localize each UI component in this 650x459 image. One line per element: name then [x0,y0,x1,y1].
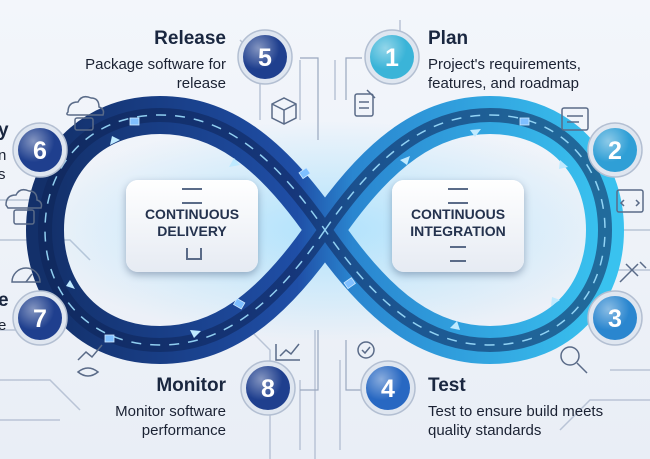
stage-4-number: 4 [381,375,395,403]
stage-2-button: 2 [587,122,643,178]
stage-5-number: 5 [258,44,272,72]
checklist-clipboard-icon [354,89,376,117]
checklist-icon [450,246,466,262]
stage-1-description: Project's requirements, features, and ro… [428,56,581,92]
continuous-delivery-card: CONTINUOUS DELIVERY [126,180,258,272]
stage-2-button-shine [593,128,637,172]
stage-5-description: Package software for release [85,56,226,92]
cloud-server-icon [66,95,105,131]
check-cross-icon [357,341,375,359]
code-window-icon [616,189,644,213]
stage-4-title: Test [428,375,466,396]
stage-8-title: Monitor [156,375,226,396]
stage-6-button: 6 [12,122,68,178]
stage-3-button: 3 [587,290,643,346]
package-box-icon [271,97,297,125]
gauge-icon [11,267,41,283]
stage-8-button: 8 [240,360,296,416]
infinity-loop-lane [44,114,606,346]
magnifier-bug-icon [560,346,588,374]
stage-7-button-shine [18,296,62,340]
stage-7-number: 7 [33,305,47,333]
chart-graph-icon [275,343,300,361]
stage-7-partial-description: e [0,317,7,334]
analytics-eye-icon [76,344,103,377]
pipeline-icon-2 [448,188,468,204]
continuous-delivery-label: CONTINUOUS DELIVERY [144,206,240,239]
stage-7-button: 7 [12,290,68,346]
data-packets [104,117,530,343]
stage-8-number: 8 [261,375,275,403]
stage-6-partial-title: y [0,120,9,141]
stage-2-number: 2 [608,137,622,165]
continuous-integration-card: CONTINUOUS INTEGRATION [392,180,524,272]
build-tools-icon [619,261,647,283]
continuous-integration-label: CONTINUOUS INTEGRATION [410,206,506,239]
pipeline-icon [182,188,202,204]
stage-8-description: Monitor software performance [115,403,226,439]
cloud-database-icon [5,188,43,225]
stage-3-number: 3 [608,305,622,333]
hierarchy-icon [186,248,202,260]
stage-6-partial-description: n s [0,147,7,183]
stage-4-description: Test to ensure build meets quality stand… [428,403,604,439]
stage-3-button-shine [593,296,637,340]
stage-1-title: Plan [428,28,469,49]
stage-5-button-shine [243,35,287,79]
stage-1-button: 1 [364,29,420,85]
stage-4-button: 4 [360,360,416,416]
stage-7-partial-title: e [0,290,9,311]
stage-5-button: 5 [237,29,293,85]
stage-5-title: Release [154,28,226,49]
stage-6-button-shine [18,128,62,172]
connector-lines [300,57,362,391]
stage-4-button-shine [366,366,410,410]
stage-1-button-shine [370,35,414,79]
stage-1-number: 1 [385,44,399,72]
stage-8-button-shine [246,366,290,410]
code-document-icon [561,107,589,131]
stage-6-number: 6 [33,137,47,165]
flow-arrows [66,129,568,338]
